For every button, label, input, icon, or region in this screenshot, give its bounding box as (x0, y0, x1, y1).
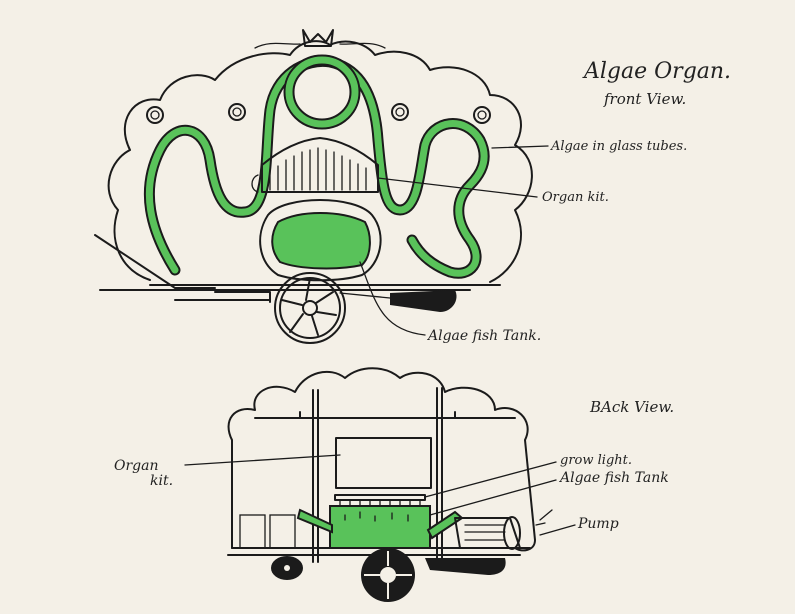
rosette-right-outer (473, 106, 491, 124)
back-window-left-2 (269, 514, 296, 549)
leader-pump (539, 524, 576, 536)
back-wheel-small (271, 556, 303, 580)
algae-tubes (143, 54, 490, 279)
front-carriage (390, 290, 457, 312)
grow-light (334, 494, 426, 501)
front-wheel (274, 272, 346, 344)
label-back-organ-kit-1: Organ (114, 458, 159, 474)
label-pump: Pump (577, 516, 619, 532)
diagram-title: Algae Organ. (582, 59, 731, 84)
label-back-organ-kit-2: kit. (150, 473, 173, 489)
rosette-right-inner (391, 103, 409, 121)
back-crossbar (254, 411, 516, 419)
front-cabinet-outline (107, 40, 533, 283)
back-wheel-large (361, 548, 415, 602)
front-crown (302, 29, 334, 47)
front-pipe (94, 234, 271, 301)
back-pipe-left (296, 508, 333, 534)
back-post-left (312, 389, 319, 563)
label-back-fish-tank: Algae fish Tank (558, 470, 669, 486)
leader-back-fish-tank (429, 479, 557, 516)
front-fish-tank (259, 199, 382, 282)
leader-back-organ-kit (184, 454, 341, 466)
front-view-subtitle: front View. (603, 90, 686, 108)
back-cabinet-outline (227, 367, 536, 552)
back-view (184, 367, 576, 602)
back-view-subtitle: BAck View. (589, 398, 674, 416)
front-scroll-left (254, 42, 301, 49)
rosette-left-outer (146, 106, 164, 124)
organ-kit-pipes (251, 137, 379, 193)
front-view (94, 29, 549, 344)
front-scroll-right (339, 42, 386, 49)
rosette-left-inner (228, 103, 246, 121)
leader-tubes (491, 145, 549, 149)
back-carriage (425, 558, 506, 575)
leader-grow-light (424, 461, 557, 498)
label-organ-kit: Organ kit. (542, 190, 609, 205)
label-grow-light: grow light. (560, 453, 632, 468)
back-fish-tank (329, 505, 431, 549)
back-post-right (436, 387, 443, 563)
label-front-fish-tank: Algae fish Tank. (426, 328, 541, 344)
leader-fish-tank (359, 261, 426, 336)
leader-organ-kit (377, 177, 538, 198)
pump (454, 516, 521, 550)
back-organ-kit-box (335, 437, 432, 489)
back-window-left-1 (239, 514, 266, 549)
label-algae-tubes: Algae in glass tubes. (550, 139, 687, 154)
